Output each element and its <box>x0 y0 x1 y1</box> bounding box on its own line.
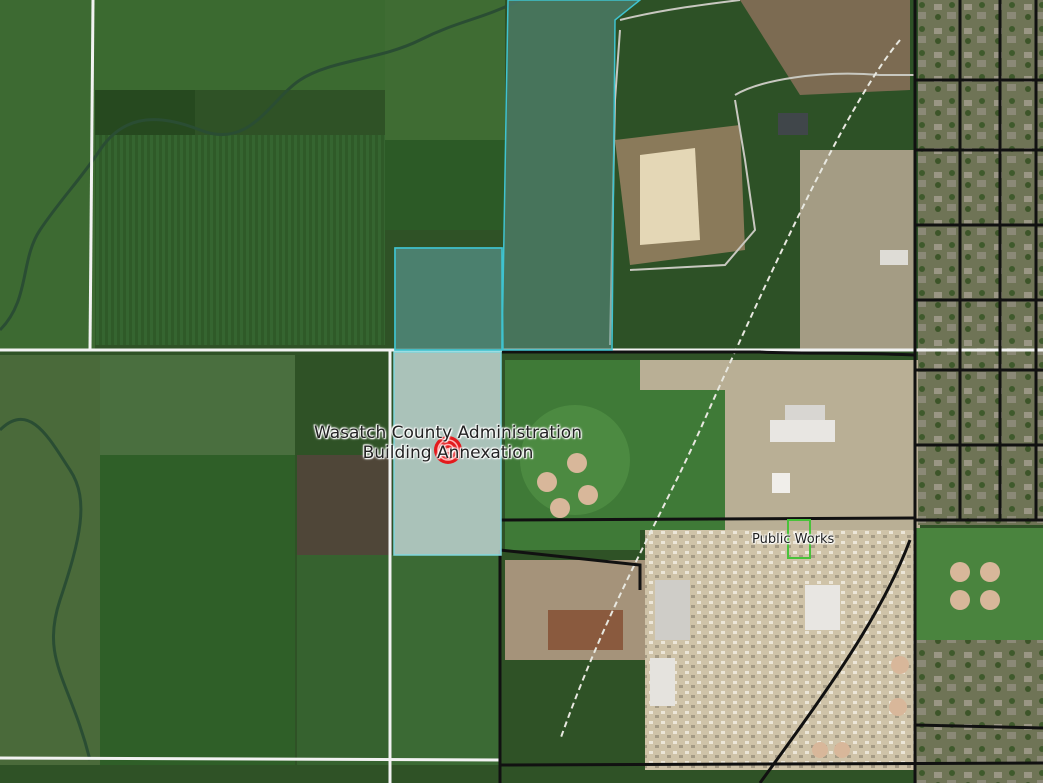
adjacent-parcel-west[interactable] <box>394 247 503 351</box>
public-works-parcel[interactable] <box>787 519 811 559</box>
